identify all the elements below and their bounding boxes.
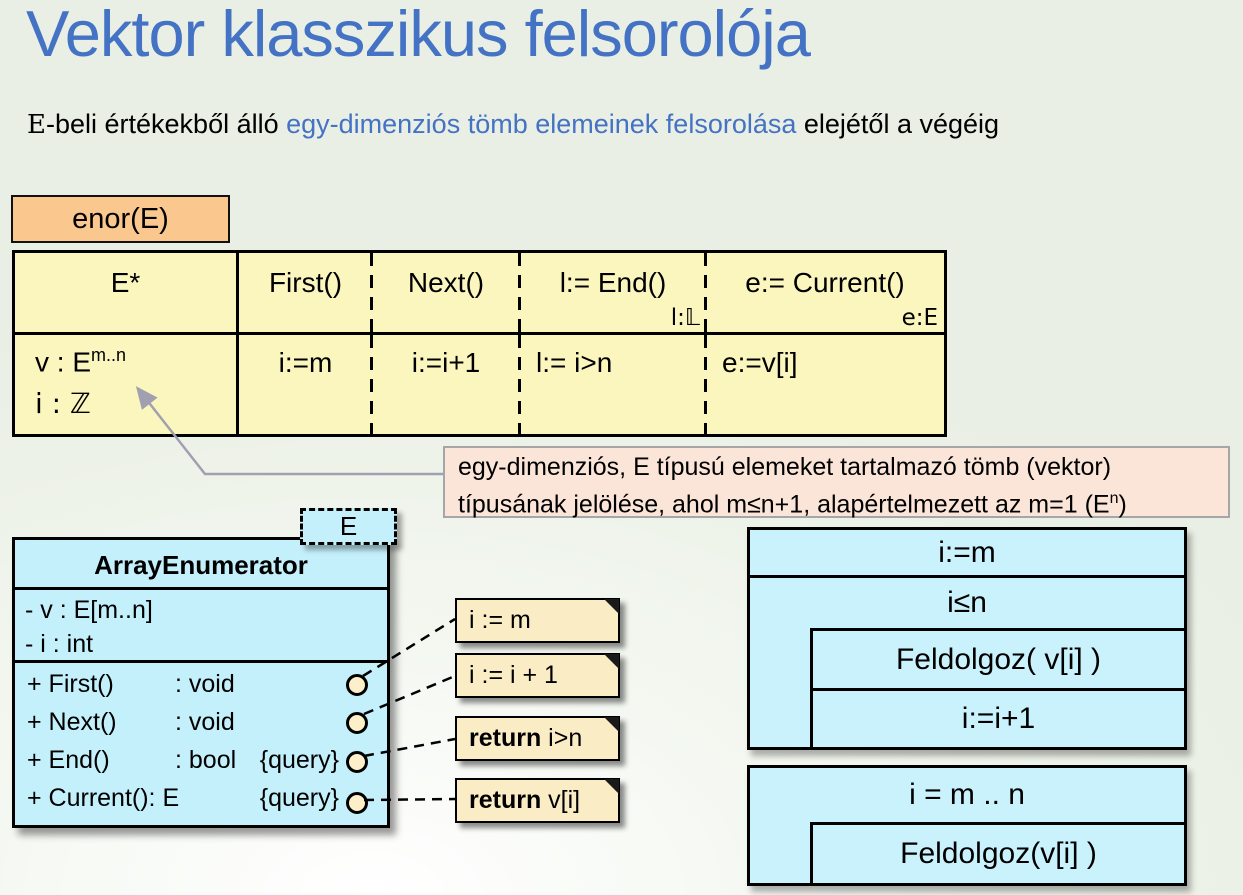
subtitle-highlight: egy-dimenziós tömb elemeinek felsorolása bbox=[286, 109, 797, 139]
subtitle: E-beli értékekből álló egy-dimenziós töm… bbox=[27, 109, 999, 140]
note-fold-icon bbox=[604, 717, 619, 732]
method-current: + Current(): E{query} bbox=[27, 784, 339, 812]
explanation-line-2: típusának jelölése, ahol m≤n+1, alapérte… bbox=[458, 490, 1127, 519]
table-header-type: E* bbox=[15, 253, 236, 335]
uml-note-end: return i>n bbox=[455, 716, 620, 761]
end-return-type: l:𝕃 bbox=[670, 305, 700, 331]
method-end: + End(): bool{query} bbox=[27, 746, 339, 774]
subtitle-e-symbol: E bbox=[27, 110, 46, 140]
attribute-v: - v : E[m..n] bbox=[25, 596, 153, 624]
method-next: + Next(): void bbox=[27, 708, 235, 736]
table-header-end: l:= End() l:𝕃 bbox=[518, 253, 706, 335]
table-cell-end: l:= i>n bbox=[518, 335, 706, 434]
index-declaration: i : ℤ bbox=[35, 387, 91, 420]
structogram-for-body: Feldolgoz(v[i] ) bbox=[810, 822, 1184, 883]
explanation-line-1: egy-dimenziós, E típusú elemeket tartalm… bbox=[458, 453, 1112, 481]
structogram-increment: i:=i+1 bbox=[961, 702, 1036, 735]
array-enumerator-class: ArrayEnumerator - v : E[m..n] - i : int … bbox=[12, 537, 390, 828]
class-methods: + First(): void + Next(): void + End(): … bbox=[15, 663, 387, 825]
attribute-i: - i : int bbox=[25, 630, 94, 658]
current-return-type: e:E bbox=[901, 305, 938, 331]
structogram-init: i:=m bbox=[750, 530, 1184, 578]
interface-circle-icon bbox=[346, 792, 368, 814]
interface-circle-icon bbox=[346, 712, 368, 734]
note-fold-icon bbox=[604, 654, 619, 669]
enumerator-table: E* First() Next() l:= End() l:𝕃 e:= Curr… bbox=[12, 250, 947, 437]
method-first: + First(): void bbox=[27, 670, 235, 698]
table-cell-next: i:=i+1 bbox=[370, 335, 520, 434]
structogram-for-loop: i = m .. n Feldolgoz(v[i] ) bbox=[747, 765, 1187, 886]
template-parameter-box: E bbox=[300, 508, 397, 545]
page-title: Vektor klasszikus felsorolója bbox=[26, 0, 811, 70]
enor-label: enor(E) bbox=[72, 202, 169, 235]
table-header-current: e:= Current() e:E bbox=[704, 253, 944, 335]
enor-label-box: enor(E) bbox=[11, 195, 230, 243]
uml-note-current: return v[i] bbox=[455, 778, 620, 823]
type-superscript: m..n bbox=[91, 345, 127, 365]
structogram-process: Feldolgoz( v[i] ) bbox=[813, 631, 1184, 691]
table-header-next: Next() bbox=[370, 253, 520, 335]
structogram-while-loop: i:=m i≤n Feldolgoz( v[i] ) i:=i+1 bbox=[747, 527, 1187, 750]
explanation-note: egy-dimenziós, E típusú elemeket tartalm… bbox=[443, 446, 1230, 518]
structogram-for-header: i = m .. n bbox=[909, 778, 1025, 811]
table-cell-declarations: v : Em..n i : ℤ bbox=[35, 345, 127, 420]
uml-note-first: i := m bbox=[455, 598, 620, 643]
table-header-first: First() bbox=[236, 253, 372, 335]
class-name: ArrayEnumerator bbox=[15, 540, 387, 590]
structogram-condition: i≤n bbox=[947, 586, 987, 619]
note-fold-icon bbox=[604, 599, 619, 614]
structogram-for-process: Feldolgoz(v[i] ) bbox=[900, 837, 1097, 870]
table-cell-current: e:=v[i] bbox=[704, 335, 944, 434]
note-fold-icon bbox=[604, 779, 619, 794]
class-attributes: - v : E[m..n] - i : int bbox=[15, 590, 387, 663]
interface-circle-icon bbox=[346, 751, 368, 773]
subtitle-text-2: elejétől a végéig bbox=[796, 109, 1000, 139]
table-cell-first: i:=m bbox=[236, 335, 372, 434]
interface-circle-icon bbox=[346, 674, 368, 696]
uml-note-next: i := i + 1 bbox=[455, 653, 620, 698]
subtitle-text-1: -beli értékekből álló bbox=[45, 109, 287, 139]
structogram-loop-body: Feldolgoz( v[i] ) i:=i+1 bbox=[810, 628, 1184, 747]
